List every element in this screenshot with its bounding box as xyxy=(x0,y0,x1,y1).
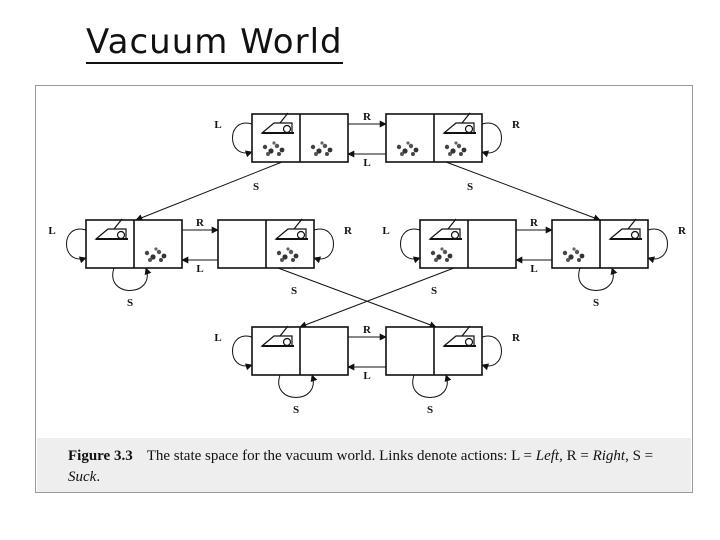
slide-title: Vacuum World xyxy=(86,22,343,64)
self-loop xyxy=(400,228,421,264)
caption-text-2: , R = xyxy=(559,448,593,464)
transition-edges xyxy=(135,120,601,371)
suck-action-label: S xyxy=(293,404,299,416)
self-loop xyxy=(66,228,87,264)
right-action-label: R xyxy=(512,332,521,344)
suck-action-label: S xyxy=(253,181,259,193)
self-loop xyxy=(412,374,452,398)
state-node-2 xyxy=(385,112,483,163)
caption-text-4: . xyxy=(96,469,101,485)
caption-band xyxy=(37,438,691,492)
self-loop xyxy=(578,267,618,291)
suck-action-label: S xyxy=(467,181,473,193)
state-node-4 xyxy=(217,218,315,269)
right-action-label: R xyxy=(363,324,372,336)
caption-right-word: Right xyxy=(592,448,626,464)
suck-action-arrow xyxy=(135,161,283,221)
self-loop xyxy=(112,267,152,291)
suck-action-label: S xyxy=(427,404,433,416)
left-action-label: L xyxy=(363,157,370,169)
state-node-8 xyxy=(385,325,483,376)
suck-action-arrow xyxy=(277,267,437,329)
right-action-label: R xyxy=(512,119,521,131)
suck-action-label: S xyxy=(127,297,133,309)
left-action-label: L xyxy=(214,119,221,131)
figure-caption: Figure 3.3 The state space for the vacuum… xyxy=(68,446,678,488)
left-action-label: L xyxy=(196,263,203,275)
right-action-label: R xyxy=(678,225,687,237)
state-node-3 xyxy=(85,218,183,269)
suck-action-label: S xyxy=(593,297,599,309)
left-action-label: L xyxy=(530,263,537,275)
caption-suck-word: Suck xyxy=(68,469,97,485)
left-action-label: L xyxy=(382,225,389,237)
caption-text-3: , S = xyxy=(625,448,654,464)
state-node-5 xyxy=(419,218,517,269)
caption-left-word: Left xyxy=(535,448,560,464)
self-loop xyxy=(647,228,668,264)
suck-action-arrow xyxy=(445,161,601,222)
state-node-6 xyxy=(551,218,649,269)
state-nodes xyxy=(85,112,649,376)
left-action-label: L xyxy=(363,370,370,382)
state-node-7 xyxy=(251,325,349,376)
self-loop xyxy=(313,228,334,264)
self-loops xyxy=(66,122,668,398)
state-space-diagram: R L R L R L R L S S S S L R L R L R L R S S S S xyxy=(48,111,687,416)
self-loop xyxy=(481,335,502,371)
figure-frame: R L R L R L R L S S S S L R L R L R L R S S S S Figure 3.3 The s… xyxy=(35,85,693,493)
left-action-label: L xyxy=(48,225,55,237)
right-action-label: R xyxy=(196,217,205,229)
right-action-label: R xyxy=(363,111,372,123)
state-node-1 xyxy=(251,112,349,163)
suck-action-label: S xyxy=(431,285,437,297)
caption-text-1: The state space for the vacuum world. Li… xyxy=(146,448,536,464)
self-loop xyxy=(481,122,502,158)
figure-label: Figure 3.3 xyxy=(68,448,133,464)
right-action-label: R xyxy=(530,217,539,229)
self-loop xyxy=(278,374,318,398)
right-action-label: R xyxy=(344,225,353,237)
self-loop xyxy=(232,335,253,371)
suck-action-arrow xyxy=(299,267,455,329)
self-loop xyxy=(232,122,253,158)
action-labels: R L R L R L R L S S S S L R L R L R L R S S S S xyxy=(48,111,687,416)
suck-action-label: S xyxy=(291,285,297,297)
left-action-label: L xyxy=(214,332,221,344)
